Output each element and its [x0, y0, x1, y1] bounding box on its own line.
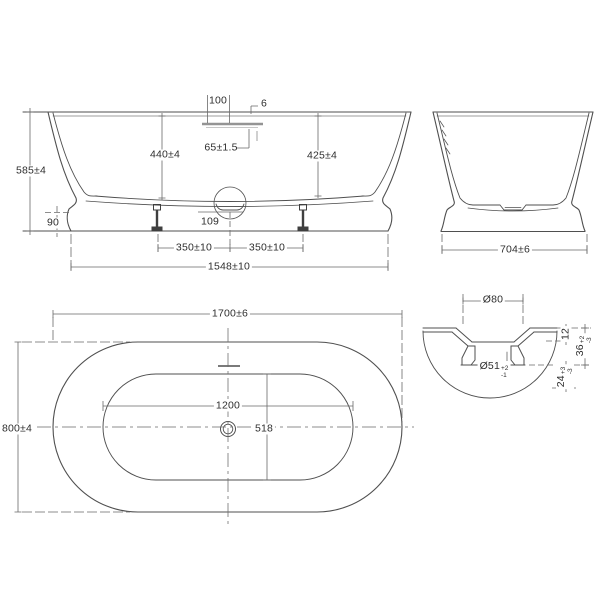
dim-front-plinth: 90	[44, 216, 62, 229]
dim-front-foot-left: 350±10	[173, 241, 215, 254]
recess-depth-value: 36	[574, 344, 586, 357]
throat-depth-value: 24	[555, 375, 567, 388]
recess-depth-tolerance: +2-3	[579, 335, 593, 344]
throat-depth-tolerance: +3-3	[560, 366, 574, 375]
plan-centerlines	[37, 328, 414, 527]
side-elevation-drawing	[432, 111, 594, 233]
dim-plan-width: 800±4	[0, 422, 35, 435]
front-elevation-feet	[151, 204, 309, 232]
dim-front-drain-offset: 109	[200, 215, 220, 228]
dim-front-depth-left: 440±4	[147, 148, 183, 161]
dim-detail-lip-height: 12	[559, 325, 572, 343]
dim-plan-basin-width: 518	[252, 422, 276, 435]
dim-detail-hole-diameter: Ø51+2-1	[477, 360, 511, 379]
dim-detail-recess-diameter: Ø80	[480, 293, 506, 306]
dim-front-foot-right: 350±10	[246, 241, 288, 254]
dim-detail-throat-depth: 24+3-3	[555, 364, 574, 390]
dim-detail-recess-depth: 36+2-3	[574, 333, 593, 359]
dim-front-depth-right: 425±4	[304, 149, 340, 162]
dim-side-base-width: 704±6	[497, 243, 533, 256]
dim-plan-length: 1700±6	[209, 307, 251, 320]
dim-front-height: 585±4	[13, 164, 49, 177]
dim-front-overflow-width: 100	[208, 94, 228, 107]
hole-diameter-tolerance: +2-1	[501, 365, 509, 379]
dim-front-base-length: 1548±10	[205, 260, 253, 273]
front-elevation-drawing	[22, 111, 412, 232]
dim-plan-basin-length: 1200	[213, 399, 243, 412]
front-overflow-slot	[202, 122, 263, 141]
detail-section-drawing	[422, 327, 558, 399]
side-dimension-lines	[441, 234, 588, 254]
dim-front-overflow-offset: 65±1.5	[204, 141, 238, 154]
dim-front-overflow-lip: 6	[260, 97, 268, 110]
hole-diameter-value: Ø51	[479, 360, 501, 372]
